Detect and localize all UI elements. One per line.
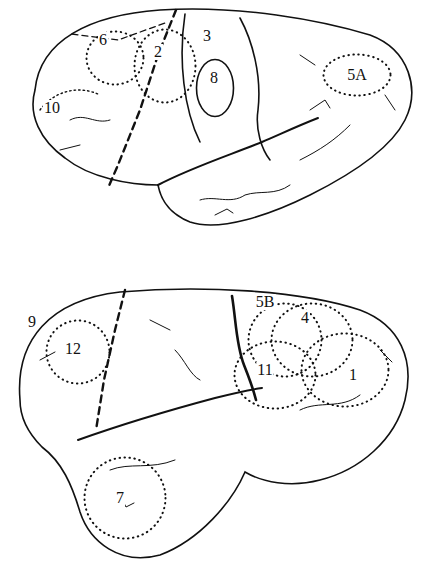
region-number: 7 [115,490,125,506]
brain-region: 8 [195,58,235,118]
region-ellipse [85,458,166,539]
brain-outline [33,9,412,225]
region-number: 11 [256,362,273,378]
region-outline [182,14,270,160]
region-outline [85,30,145,86]
sylvian-fissure [78,388,262,440]
region-number: 12 [64,341,82,357]
region-ellipse [197,60,234,117]
brain-outline [20,289,408,558]
brain-region: 2 [133,28,197,104]
region-ellipse [324,55,391,96]
dashed-boundary [72,22,168,40]
brain-region: 6 [85,30,145,86]
dashed-boundary [108,10,176,188]
region-number: 4 [300,310,310,326]
region-outline [233,340,317,410]
sulcus-line [40,320,392,507]
region-ellipse [235,342,316,409]
region-number: 5B [255,294,276,310]
region-outline [133,28,197,104]
region-number: 1 [348,367,358,383]
brain-region: 4 [270,302,354,378]
region-number: 8 [209,70,219,86]
region-number: 10 [43,100,61,116]
region-ellipse [272,304,353,377]
region-outline [195,58,235,118]
region-number: 5A [346,67,368,83]
dashed-boundary [96,290,125,430]
sulcus-line [60,55,395,215]
region-number: 9 [27,314,37,330]
brain-region: 12 [45,319,111,385]
sylvian-fissure [158,118,318,185]
region-outline [83,456,167,540]
brain-region: 1 [300,332,390,408]
brain-region: 7 [83,456,167,540]
region-outline [300,332,390,408]
brain-region: 11 [233,340,317,410]
region-ellipse [47,321,110,384]
region-outline [270,302,354,378]
region-number: 2 [153,44,163,60]
region-number: 3 [202,28,212,44]
region-number: 6 [98,32,108,48]
region-ellipse [302,334,389,407]
region-ellipse [135,30,196,103]
brain-region: 5A [322,53,392,97]
